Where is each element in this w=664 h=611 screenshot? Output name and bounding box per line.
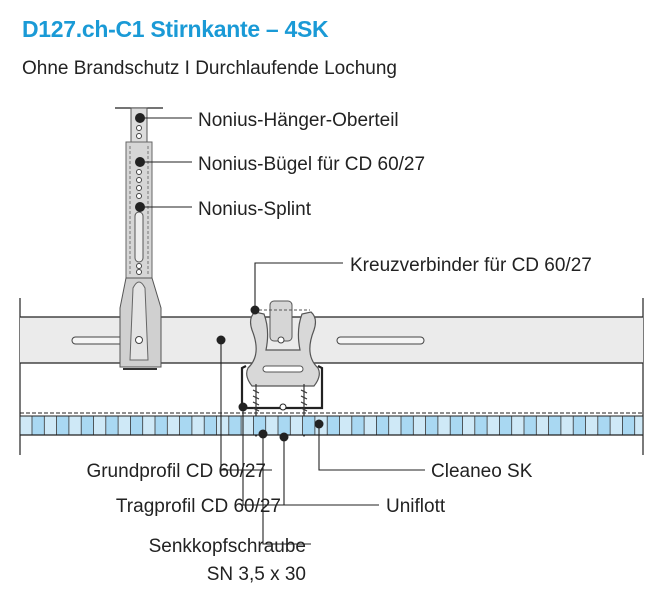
- nonius-hanger: [115, 107, 163, 370]
- leader-dots: [135, 113, 145, 212]
- board-cell: [105, 416, 119, 435]
- label-hanger-top: Nonius-Hänger-Oberteil: [198, 110, 399, 131]
- board-cell: [450, 416, 463, 435]
- label-screw-name: Senkkopfschraube: [149, 536, 306, 557]
- board-cell: [401, 416, 414, 435]
- board-cell: [130, 416, 143, 435]
- page-subtitle: Ohne Brandschutz I Durchlaufende Lochung: [22, 58, 397, 79]
- label-filler: Uniflott: [386, 496, 446, 517]
- bottom-leader-dots: [216, 305, 324, 442]
- board-cell: [204, 416, 217, 435]
- board-cell: [228, 416, 242, 435]
- label-hanger-bracket: Nonius-Bügel für CD 60/27: [198, 154, 425, 175]
- board-cell: [155, 416, 168, 435]
- label-cross-connector: Kreuzverbinder für CD 60/27: [350, 255, 592, 276]
- base-profile: [20, 316, 643, 364]
- label-support-profile: Tragprofil CD 60/27: [116, 496, 281, 517]
- board-cell: [597, 416, 611, 435]
- board-cell: [524, 416, 537, 435]
- label-base-profile: Grundprofil CD 60/27: [86, 461, 266, 482]
- board-cell: [548, 416, 561, 435]
- board-cell: [499, 416, 512, 435]
- board-cell: [81, 416, 94, 435]
- cleaneo-board: [19, 412, 644, 436]
- label-board: Cleaneo SK: [431, 461, 533, 482]
- board-cell: [474, 416, 488, 435]
- board-cell: [376, 416, 389, 435]
- label-screw-size: SN 3,5 x 30: [207, 564, 306, 585]
- hanger-leaders: [140, 117, 192, 208]
- board-cell: [179, 416, 192, 435]
- board-cell: [56, 416, 69, 435]
- board-cell: [302, 416, 315, 435]
- board-cell: [622, 416, 635, 435]
- board-cell: [32, 416, 45, 435]
- cross-connector: [246, 300, 320, 387]
- board-cell: [327, 416, 340, 435]
- board-cell: [351, 416, 365, 435]
- page-title: D127.ch-C1 Stirnkante – 4SK: [22, 16, 329, 42]
- board-cell: [573, 416, 586, 435]
- label-hanger-pin: Nonius-Splint: [198, 199, 312, 220]
- board-cell: [425, 416, 438, 435]
- board-cell: [278, 416, 291, 435]
- bottom-leaders: [220, 262, 425, 545]
